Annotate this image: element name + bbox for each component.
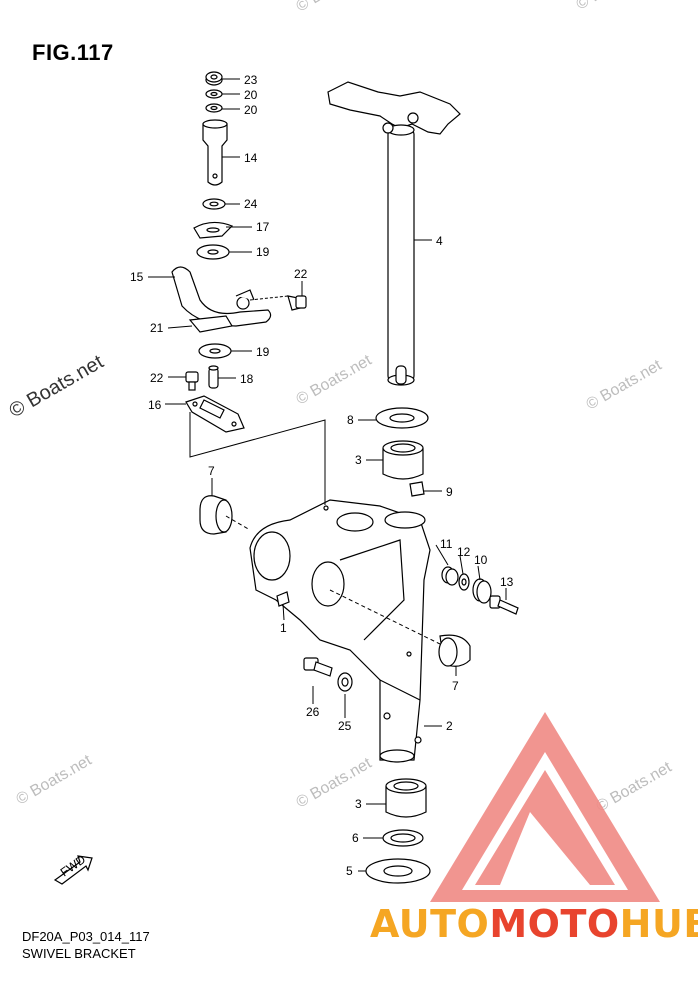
callout-3: 3: [355, 453, 362, 467]
part-swivel-bracket-body: [249, 499, 431, 763]
part-bolt-26: [303, 657, 333, 677]
callout-7: 7: [452, 679, 459, 693]
brand-part-2: MOTO: [489, 902, 620, 946]
callout-9: 9: [446, 485, 453, 499]
part-washer-8: [375, 407, 429, 429]
watermark-faint: © Boats.net: [14, 752, 96, 809]
part-plate-21: [188, 315, 233, 333]
part-plate-16: [185, 395, 245, 433]
part-bolt-22b: [185, 371, 199, 391]
watermark-layer: © Boats.net © Boats.net © Boats.net © Bo…: [6, 0, 676, 815]
watermark-main: © Boats.net: [6, 351, 108, 423]
callout-17: 17: [256, 220, 270, 234]
callout-19: 19: [256, 245, 270, 259]
callout-13: 13: [500, 575, 514, 589]
watermark-faint: © Boats.net: [574, 0, 656, 13]
part-bushing-7a: [199, 495, 233, 535]
brand-part-1: AUTO: [370, 902, 490, 946]
callout-10: 10: [474, 553, 488, 567]
callout-26: 26: [306, 705, 320, 719]
callout-19: 19: [256, 345, 270, 359]
part-washer-20b: [205, 103, 223, 113]
part-bushing-3a: [382, 440, 424, 480]
part-block-9: [409, 481, 425, 497]
callout-22: 22: [294, 267, 308, 281]
figure-title: FIG.117: [32, 40, 114, 65]
callouts: 23 20 20 14 24 17 19 15 22 21 19 22 18 1…: [58, 73, 514, 879]
callout-11: 11: [440, 537, 453, 551]
callout-5: 5: [346, 864, 353, 878]
watermark-faint: © Boats.net: [294, 352, 376, 409]
figure-name: SWIVEL BRACKET: [22, 946, 136, 961]
part-washer-5: [365, 858, 431, 884]
callout-24: 24: [244, 197, 258, 211]
callout-1: 1: [280, 621, 287, 635]
part-bolt-13: [489, 595, 519, 615]
callout-15: 15: [130, 270, 144, 284]
part-washer-19a: [196, 244, 230, 260]
callout-20: 20: [244, 103, 258, 117]
part-spring-11: [441, 566, 459, 586]
callout-3: 3: [355, 797, 362, 811]
part-washer-12: [458, 573, 470, 591]
fwd-arrow-icon: [53, 855, 93, 885]
callout-2: 2: [446, 719, 453, 733]
callout-18: 18: [240, 372, 254, 386]
part-washer-20a: [205, 89, 223, 99]
brand-wordmark: AUTOMOTOHUB: [370, 902, 698, 946]
part-steering-shaft-4: [327, 81, 461, 386]
callout-22: 22: [150, 371, 164, 385]
part-pin-18: [208, 365, 219, 389]
part-bolt-14: [202, 119, 228, 186]
callout-25: 25: [338, 719, 352, 733]
figure-code: DF20A_P03_014_117: [22, 929, 150, 944]
leader-lines: [148, 78, 507, 872]
watermark-faint: © Boats.net: [594, 759, 676, 816]
part-nipple-1: [276, 591, 290, 607]
callout-16: 16: [148, 398, 162, 412]
part-plate-17: [193, 221, 234, 239]
callout-21: 21: [150, 321, 164, 335]
part-washer-25: [337, 672, 353, 692]
part-washer-6: [382, 829, 424, 847]
brand-logo-mark: [430, 712, 660, 902]
callout-6: 6: [352, 831, 359, 845]
part-washer-19b: [198, 343, 232, 359]
part-bolt-22a: [287, 295, 307, 311]
part-washer-24: [202, 198, 226, 210]
watermark-faint: © Boats.net: [294, 0, 376, 15]
callout-23: 23: [244, 73, 258, 87]
callout-4: 4: [436, 234, 443, 248]
callout-12: 12: [457, 545, 471, 559]
watermark-faint: © Boats.net: [584, 357, 666, 414]
watermark-faint: © Boats.net: [294, 755, 376, 812]
part-bushing-3b: [385, 778, 427, 818]
parts-drawing: [53, 71, 519, 885]
callout-20: 20: [244, 88, 258, 102]
callout-14: 14: [244, 151, 258, 165]
brand-part-3: HUB: [619, 902, 698, 946]
part-bushing-7b: [438, 634, 471, 667]
part-nut-23: [205, 71, 223, 86]
callout-8: 8: [347, 413, 354, 427]
callout-7: 7: [208, 464, 215, 478]
part-collar-10: [472, 578, 492, 604]
